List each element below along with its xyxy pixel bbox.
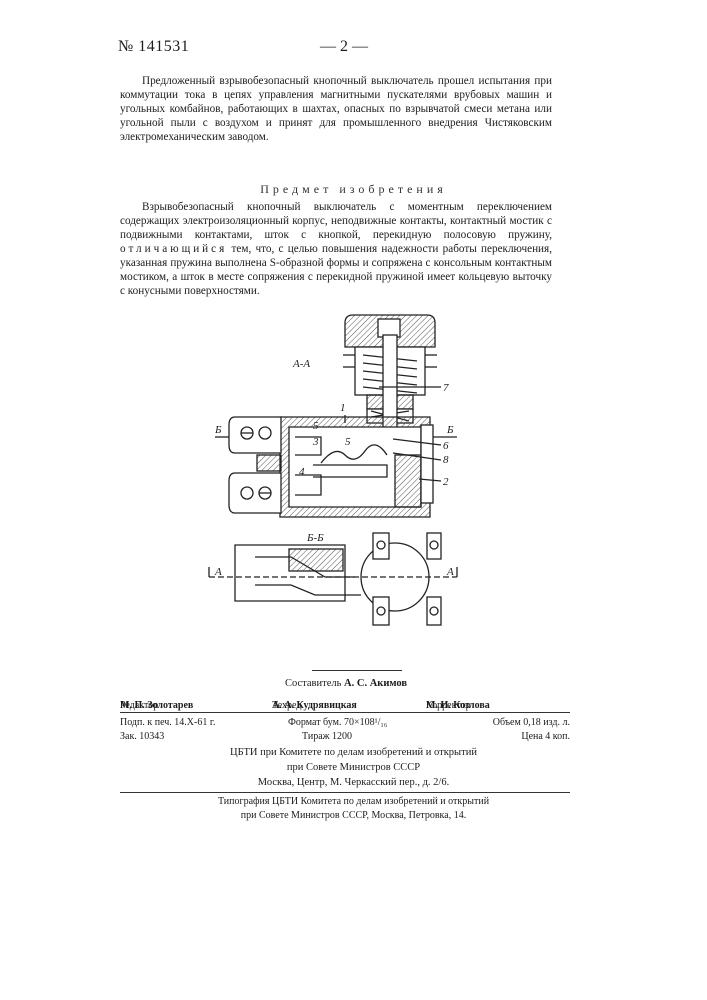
printer-line-1: Типография ЦБТИ Комитета по делам изобре… — [0, 796, 707, 807]
claim-part1: Взрывобезопасный кнопочный выключатель с… — [120, 201, 552, 241]
signed-date: Подп. к печ. 14.X-61 г. — [120, 717, 215, 728]
editor-label: Редактор — [120, 700, 158, 711]
org-line-1: ЦБТИ при Комитете по делам изобретений и… — [0, 747, 707, 758]
section-mark-a-right: А — [446, 566, 454, 578]
part-label-3: 3 — [312, 436, 319, 448]
order-number: Зак. 10343 — [120, 731, 164, 742]
section-mark-a-left: А — [214, 566, 222, 578]
org-line-3: Москва, Центр, М. Черкасский пер., д. 2/… — [0, 777, 707, 788]
part-label-8: 8 — [443, 454, 449, 466]
section-mark-b-left: Б — [214, 424, 222, 436]
view-bb-label: Б-Б — [306, 532, 324, 544]
claim-spaced-word: отличающийся — [120, 243, 227, 255]
composer-line: Составитель А. С. Акимов — [285, 678, 407, 689]
part-label-4: 4 — [299, 466, 305, 478]
part-label-2: 2 — [443, 476, 449, 488]
org-line-2: при Совете Министров СССР — [0, 762, 707, 773]
techred-label: Техред — [272, 700, 301, 711]
composer-name: А. С. Акимов — [344, 678, 407, 689]
section-title: Предмет изобретения — [0, 182, 707, 197]
terminal-block-top — [229, 417, 281, 453]
page-number: — 2 — — [320, 38, 368, 56]
claim-text: Взрывобезопасный кнопочный выключатель с… — [120, 200, 552, 298]
price: Цена 4 коп. — [521, 731, 570, 742]
divider-short — [312, 670, 402, 671]
technical-drawing: А-А Б-Б Б Б А А 1 2 3 4 5 6 7 8 5 — [195, 305, 465, 670]
part-label-5: 5 — [345, 436, 351, 448]
paper-format: Формат бум. 70×108¹/₁₆ — [288, 717, 387, 728]
terminal-block-bottom — [229, 473, 281, 513]
part-label-6: 6 — [443, 440, 449, 452]
intro-paragraph: Предложенный взрывобезопасный кнопочный … — [120, 74, 552, 144]
corrector-label: Корректор — [426, 700, 471, 711]
circulation: Тираж 1200 — [302, 731, 352, 742]
divider-line — [120, 712, 570, 713]
patent-number: № 141531 — [118, 38, 189, 56]
button-stem-top — [378, 319, 400, 337]
volume: Объем 0,18 изд. л. — [493, 717, 570, 728]
section-mark-b-right: Б — [446, 424, 454, 436]
composer-label: Составитель — [285, 678, 341, 689]
part-label-5b: 5 — [313, 420, 319, 432]
claim-paragraph: Взрывобезопасный кнопочный выключатель с… — [120, 200, 552, 298]
divider-bottom — [120, 792, 570, 793]
printer-line-2: при Совете Министров СССР, Москва, Петро… — [0, 810, 707, 821]
part-label-1: 1 — [340, 402, 346, 414]
part-label-7: 7 — [443, 382, 449, 394]
view-aa-label: А-А — [292, 358, 310, 370]
intro-text: Предложенный взрывобезопасный кнопочный … — [120, 74, 552, 144]
